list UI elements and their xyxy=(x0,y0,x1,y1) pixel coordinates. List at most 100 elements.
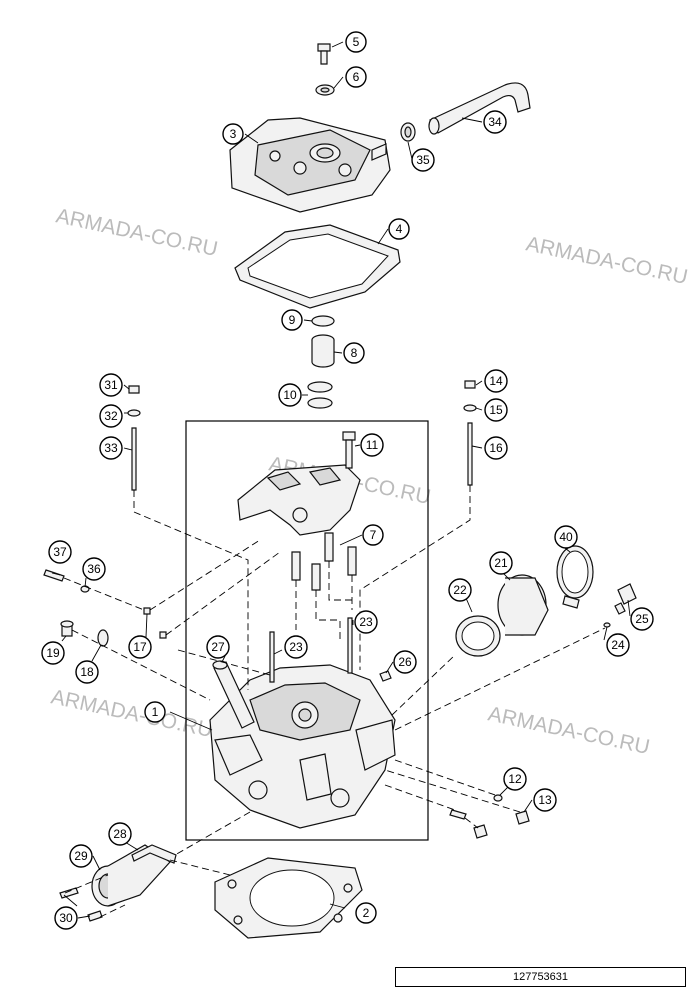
callout-15: 15 xyxy=(484,398,508,422)
callout-33: 33 xyxy=(99,436,123,460)
reference-number: 127753631 xyxy=(395,967,686,987)
svg-text:17: 17 xyxy=(133,640,147,654)
seal-ring-18 xyxy=(97,629,109,647)
callout-35: 35 xyxy=(411,148,435,172)
svg-text:26: 26 xyxy=(398,655,412,669)
svg-text:21: 21 xyxy=(494,556,508,570)
svg-text:24: 24 xyxy=(611,638,625,652)
plug-19 xyxy=(60,620,74,637)
svg-text:7: 7 xyxy=(370,528,377,542)
svg-text:16: 16 xyxy=(489,441,503,455)
svg-text:23: 23 xyxy=(359,615,373,629)
svg-text:25: 25 xyxy=(635,612,649,626)
svg-text:9: 9 xyxy=(289,313,296,327)
seal-ring-9 xyxy=(311,315,335,327)
svg-text:27: 27 xyxy=(211,640,225,654)
callout-30: 30 xyxy=(54,906,78,930)
dowel-sleeves-7 xyxy=(291,532,357,591)
plug-26 xyxy=(379,670,392,682)
callout-2: 2 xyxy=(355,902,377,924)
svg-text:2: 2 xyxy=(363,906,370,920)
svg-text:3: 3 xyxy=(230,127,237,141)
watermark-bottom-left: ARMADA-CO.RU xyxy=(49,685,215,742)
svg-text:6: 6 xyxy=(353,70,360,84)
svg-text:5: 5 xyxy=(353,35,360,49)
stud-set-right xyxy=(463,380,477,486)
svg-text:19: 19 xyxy=(46,646,60,660)
callout-12: 12 xyxy=(503,767,527,791)
svg-text:31: 31 xyxy=(104,378,118,392)
watermark-bottom-right: ARMADA-CO.RU xyxy=(486,702,652,759)
hose-clamp-22 xyxy=(455,615,501,657)
callout-37: 37 xyxy=(48,540,72,564)
svg-text:14: 14 xyxy=(489,374,503,388)
svg-text:32: 32 xyxy=(104,409,118,423)
callout-4: 4 xyxy=(388,218,410,240)
stud-23-b xyxy=(347,617,353,674)
plug-13 xyxy=(515,810,530,825)
hose-clamp-40 xyxy=(556,545,594,609)
bridge-screw-11 xyxy=(342,431,356,469)
svg-text:4: 4 xyxy=(396,222,403,236)
callout-31: 31 xyxy=(99,373,123,397)
svg-text:23: 23 xyxy=(289,640,303,654)
callout-40: 40 xyxy=(554,525,578,549)
o-ring-10b xyxy=(307,397,333,409)
svg-text:36: 36 xyxy=(87,562,101,576)
callout-3: 3 xyxy=(222,123,244,145)
watermark-top-left: ARMADA-CO.RU xyxy=(54,204,220,261)
callout-14: 14 xyxy=(484,369,508,393)
svg-text:8: 8 xyxy=(351,346,358,360)
svg-text:12: 12 xyxy=(508,772,522,786)
svg-text:34: 34 xyxy=(488,115,502,129)
oil-filler-27 xyxy=(212,660,255,729)
svg-text:18: 18 xyxy=(80,665,94,679)
callout-5: 5 xyxy=(345,31,367,53)
callout-1: 1 xyxy=(144,701,166,723)
callout-23-right: 23 xyxy=(354,610,378,634)
valve-cover-screw-5 xyxy=(317,43,331,65)
callout-24: 24 xyxy=(606,633,630,657)
svg-text:33: 33 xyxy=(104,441,118,455)
callout-11: 11 xyxy=(360,433,384,457)
intake-flange-29 xyxy=(91,844,171,907)
svg-text:37: 37 xyxy=(53,545,67,559)
svg-text:10: 10 xyxy=(283,388,297,402)
callout-29: 29 xyxy=(69,844,93,868)
temperature-sensor-25 xyxy=(614,583,637,615)
callout-32: 32 xyxy=(99,404,123,428)
cylinder-head-gasket-2 xyxy=(214,857,363,939)
cylinder-head-1 xyxy=(209,664,396,829)
hose-clamp-35 xyxy=(400,122,416,142)
svg-text:30: 30 xyxy=(59,911,73,925)
svg-text:1: 1 xyxy=(152,705,159,719)
svg-text:15: 15 xyxy=(489,403,503,417)
svg-text:13: 13 xyxy=(538,793,552,807)
callout-34: 34 xyxy=(483,110,507,134)
seal-ring-12 xyxy=(493,794,503,802)
camshaft-bridge xyxy=(237,464,361,536)
svg-text:35: 35 xyxy=(416,153,430,167)
callout-10: 10 xyxy=(278,383,302,407)
callout-27: 27 xyxy=(206,635,230,659)
screw-30-a xyxy=(59,887,79,899)
callout-7: 7 xyxy=(362,524,384,546)
callout-25: 25 xyxy=(630,607,654,631)
cover-gasket-4 xyxy=(234,224,401,309)
stud-set-left xyxy=(127,385,141,491)
stud-23-a xyxy=(269,631,275,683)
assembly-lines xyxy=(63,485,606,918)
plug-bottom xyxy=(473,824,488,839)
svg-text:11: 11 xyxy=(366,438,379,452)
callout-16: 16 xyxy=(484,436,508,460)
screw-30-b xyxy=(87,910,103,922)
svg-text:40: 40 xyxy=(559,530,573,544)
svg-text:22: 22 xyxy=(453,583,467,597)
callout-22: 22 xyxy=(448,578,472,602)
leader-lines xyxy=(51,41,631,919)
callout-28: 28 xyxy=(108,822,132,846)
callout-23-left: 23 xyxy=(284,635,308,659)
seal-ring-24 xyxy=(603,622,611,628)
valve-cover-3 xyxy=(229,117,391,213)
